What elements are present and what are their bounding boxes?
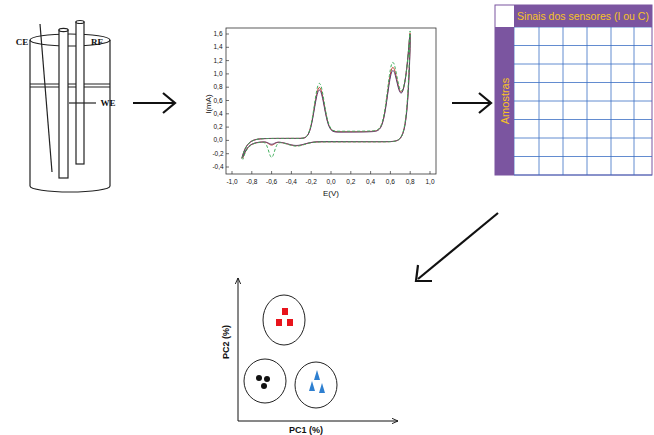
tick-label: 0,2 xyxy=(213,124,222,131)
tick-label: -0,4 xyxy=(212,164,223,171)
tick-label: 1,6 xyxy=(213,31,222,38)
tick-label: -0,8 xyxy=(246,179,257,186)
cv-curve xyxy=(242,34,410,158)
sample-triangles xyxy=(309,370,325,393)
chart-frame xyxy=(226,28,436,174)
working-electrode xyxy=(59,30,68,178)
tick-label: -1,0 xyxy=(226,179,237,186)
tick-label: -0,2 xyxy=(212,150,223,157)
cluster-ring xyxy=(263,295,305,345)
tick-label: -0,6 xyxy=(266,179,277,186)
cluster-ring xyxy=(244,359,286,403)
data-table xyxy=(495,5,652,175)
leader-line xyxy=(69,102,96,103)
tick-label: 0,0 xyxy=(326,179,335,186)
axis-title: I(mA) xyxy=(205,94,213,114)
tick-label: 1,4 xyxy=(213,44,222,51)
tick-label: 0,6 xyxy=(213,97,222,104)
sample-squares xyxy=(276,308,293,326)
column-header: Sinais dos sensores (I ou C) xyxy=(517,11,649,22)
axis-title: PC2 (%) xyxy=(222,325,231,359)
axis-title: PC1 (%) xyxy=(289,426,323,435)
tick-label: 1,0 xyxy=(425,179,434,186)
tick-label: -0,2 xyxy=(306,179,317,186)
header-band: Sinais dos sensores (I ou C) xyxy=(514,5,652,27)
tick-label: 1,2 xyxy=(213,57,222,64)
tick-label: 0,4 xyxy=(366,179,375,186)
tick-label: 0,0 xyxy=(213,137,222,144)
cluster-ring xyxy=(295,362,337,408)
cv-curve xyxy=(242,31,410,159)
tick-label: 0,4 xyxy=(213,111,222,118)
electrochemical-cell xyxy=(30,21,110,193)
side-band: Amostras xyxy=(495,27,514,175)
row-header: Amostras xyxy=(499,78,510,124)
reference-electrode xyxy=(76,22,84,164)
pca-plot xyxy=(238,278,398,421)
tick-label: 0,6 xyxy=(386,179,395,186)
electrode-label: CE xyxy=(16,38,29,47)
electrode-label: RF xyxy=(91,38,103,47)
tick-label: -0,4 xyxy=(286,179,297,186)
counter-electrode xyxy=(40,24,52,172)
flow-arrow xyxy=(133,93,498,281)
tick-label: 0,2 xyxy=(346,179,355,186)
voltammogram-curves xyxy=(242,31,410,159)
axis-ticks xyxy=(226,34,430,174)
axis-title: E(V) xyxy=(323,190,339,198)
tick-label: 0,8 xyxy=(213,84,222,91)
tick-label: 0,8 xyxy=(406,179,415,186)
sample-dots xyxy=(256,375,270,389)
electrode-label: WE xyxy=(100,99,115,108)
tick-label: 1,0 xyxy=(213,71,222,78)
cv-curve xyxy=(242,33,410,158)
